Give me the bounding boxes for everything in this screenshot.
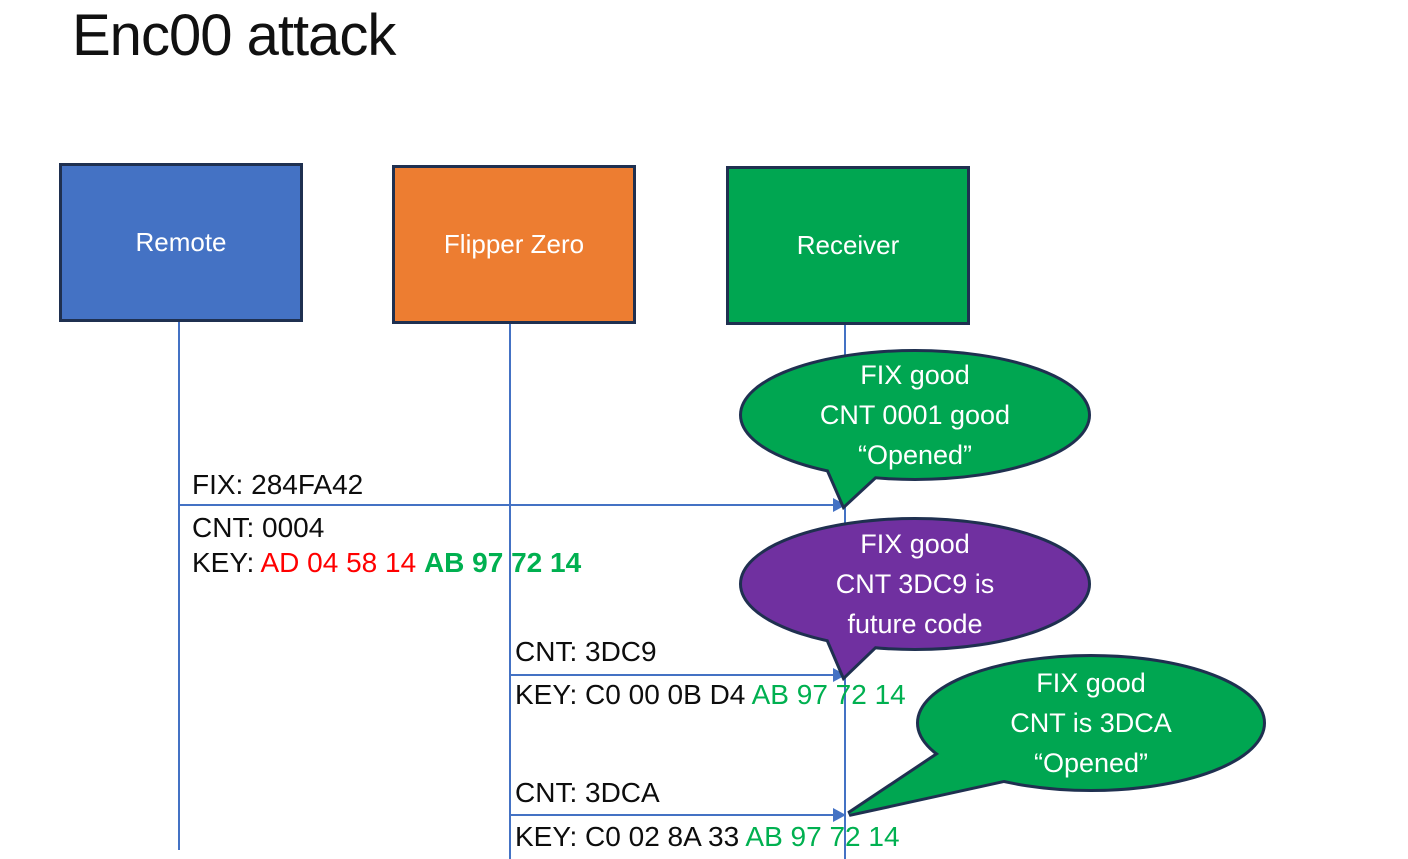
message3-key-label: KEY: C0 02 8A 33 AB 97 72 14 xyxy=(515,821,900,853)
callout-receiver-opened-1: FIX good CNT 0001 good “Opened” xyxy=(742,352,1088,478)
callout-line: CNT 3DC9 is xyxy=(835,569,995,599)
key-prefix: KEY: xyxy=(192,547,261,578)
callout-line: future code xyxy=(847,609,983,639)
callout-receiver-future-code: FIX good CNT 3DC9 is future code xyxy=(742,520,1088,648)
lifeline-remote xyxy=(178,318,180,850)
message2-key-label: KEY: C0 00 0B D4 AB 97 72 14 xyxy=(515,679,906,711)
key-changed-bytes: AD 04 58 14 xyxy=(260,547,424,578)
message1-cnt-label: CNT: 0004 xyxy=(192,512,325,543)
actor-box-remote: Remote xyxy=(59,163,303,322)
message-arrow-remote-to-receiver xyxy=(179,504,834,506)
key-prefix: KEY: xyxy=(515,821,586,852)
actor-label-flipper-zero: Flipper Zero xyxy=(443,229,585,259)
message3-cnt-label: CNT: 3DCA xyxy=(515,777,660,808)
key-changed-bytes: C0 02 8A 33 xyxy=(585,821,746,852)
actor-box-flipper-zero: Flipper Zero xyxy=(392,165,636,324)
message1-key-label: KEY: AD 04 58 14 AB 97 72 14 xyxy=(192,547,581,579)
message-arrow-flipper-to-receiver-2 xyxy=(510,814,834,816)
key-fixed-bytes: AB 97 72 14 xyxy=(745,821,900,852)
callout-line: FIX good xyxy=(1036,668,1146,698)
callout-receiver-opened-2: FIX good CNT is 3DCA “Opened” xyxy=(919,657,1263,789)
key-prefix: KEY: xyxy=(515,679,586,710)
message1-fix-label: FIX: 284FA42 xyxy=(192,469,364,500)
callout-line: CNT 0001 good xyxy=(819,400,1011,430)
callout-line: “Opened” xyxy=(1033,748,1149,778)
message-arrow-flipper-to-receiver-1 xyxy=(510,674,834,676)
key-fixed-bytes: AB 97 72 14 xyxy=(751,679,906,710)
lifeline-flipper-zero xyxy=(509,318,511,859)
actor-box-receiver: Receiver xyxy=(726,166,970,325)
actor-label-receiver: Receiver xyxy=(796,230,900,260)
actor-label-remote: Remote xyxy=(135,227,227,257)
message2-cnt-label: CNT: 3DC9 xyxy=(515,636,657,667)
callout-line: “Opened” xyxy=(857,440,973,470)
slide-title: Enc00 attack xyxy=(72,3,396,68)
key-changed-bytes: C0 00 0B D4 xyxy=(585,679,752,710)
key-fixed-bytes: AB 97 72 14 xyxy=(423,547,582,578)
arrowhead-icon xyxy=(833,808,846,822)
arrowhead-icon xyxy=(833,498,846,512)
callout-line: FIX good xyxy=(860,360,970,390)
callout-line: FIX good xyxy=(860,529,970,559)
callout-line: CNT is 3DCA xyxy=(1010,708,1172,738)
